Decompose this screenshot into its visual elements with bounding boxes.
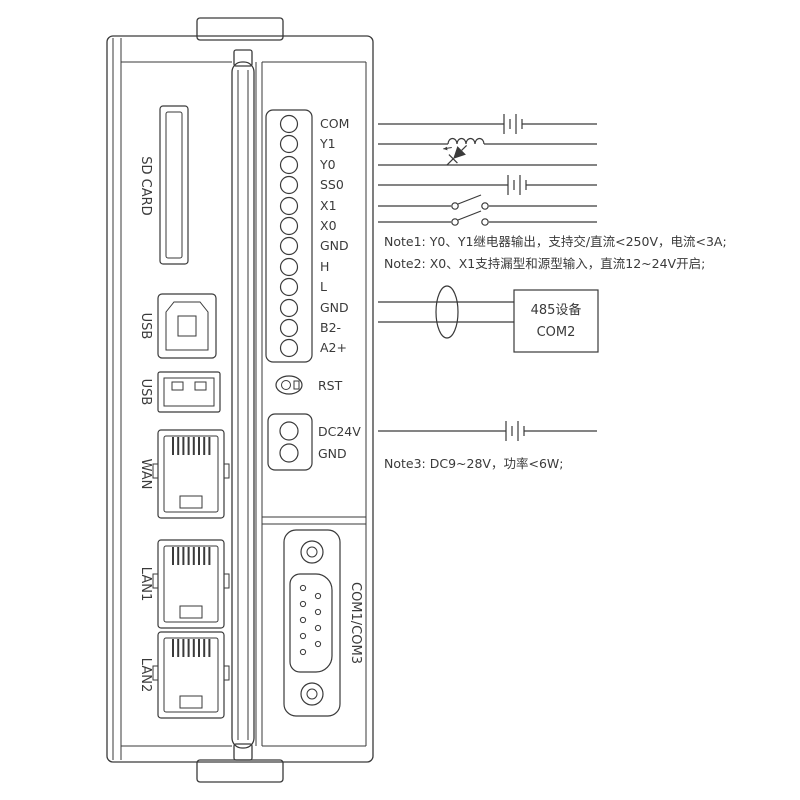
db9-screw-bottom (300, 682, 324, 706)
battery-icon (505, 421, 525, 441)
terminal-label: A2+ (320, 340, 347, 355)
power-terminal-block (267, 413, 313, 471)
power-terminal-label: DC24V (318, 424, 361, 439)
inductor-icon (447, 137, 485, 145)
rs485-wiring (378, 285, 599, 353)
note-1: Note1: Y0、Y1继电器输出，支持交/直流<250V，电流<3A; (384, 234, 727, 249)
battery-icon (507, 175, 527, 195)
top-mount-tab (196, 17, 284, 41)
battery-icon (503, 114, 523, 134)
db9-connector (283, 529, 341, 717)
terminal-hole (279, 443, 299, 463)
lan2-label: LAN2 (138, 658, 153, 692)
hinge-top-tab (233, 49, 253, 67)
reset-button (275, 375, 303, 395)
terminal-hole (279, 216, 299, 236)
device-body (106, 35, 374, 763)
plc-device-outline (106, 17, 374, 783)
input-wiring (378, 175, 597, 226)
usb-a-label: USB (138, 379, 153, 406)
rs485-device-subtitle: COM2 (537, 325, 576, 340)
terminal-hole (279, 421, 299, 441)
terminal-label: X0 (320, 218, 337, 233)
terminal-hole (279, 277, 299, 297)
terminal-label: X1 (320, 198, 337, 213)
terminal-label: H (320, 259, 329, 274)
terminal-hole (279, 338, 299, 358)
sd-card-slot (159, 105, 189, 265)
rs485-device-box (513, 289, 599, 353)
lan1-label: LAN1 (138, 567, 153, 601)
usb-a-port (157, 371, 221, 413)
switch-icon (451, 194, 489, 210)
terminal-label: SS0 (320, 177, 344, 192)
db9-screw-top (300, 540, 324, 564)
terminal-hole (279, 318, 299, 338)
note-3: Note3: DC9~28V，功率<6W; (384, 456, 563, 471)
terminal-hole (279, 257, 299, 277)
power-wiring (378, 421, 597, 441)
power-terminal-label: GND (318, 446, 347, 461)
terminal-label: GND (320, 300, 349, 315)
wan-label: WAN (138, 459, 153, 490)
switch-icon (451, 210, 489, 226)
lan2-port (152, 631, 230, 719)
reset-label: RST (318, 378, 343, 393)
note-2: Note2: X0、X1支持漏型和源型输入，直流12~24V开启; (384, 256, 705, 271)
terminal-hole (279, 236, 299, 256)
sd-card-label: SD CARD (138, 156, 153, 215)
terminal-label: Y1 (319, 136, 336, 151)
cable-shield-icon (435, 285, 459, 339)
terminal-hole (279, 114, 299, 134)
terminal-hole (279, 175, 299, 195)
hinge-bottom-tab (233, 743, 253, 761)
relay-output-wiring (378, 114, 597, 166)
bottom-mount-tab (196, 759, 284, 783)
terminal-label: GND (320, 238, 349, 253)
terminal-hole (279, 196, 299, 216)
terminal-block (265, 109, 313, 363)
usb-b-port (157, 293, 217, 359)
terminal-label: Y0 (319, 157, 336, 172)
terminal-hole (279, 134, 299, 154)
usb-b-label: USB (138, 313, 153, 340)
terminal-label: B2- (320, 320, 341, 335)
wan-port (152, 429, 230, 519)
db9-shell (289, 573, 333, 673)
terminal-label: L (320, 279, 327, 294)
rs485-device-title: 485设备 (531, 302, 582, 318)
serial-port-label: COM1/COM3 (348, 582, 363, 664)
lan1-port (152, 539, 230, 629)
diode-icon (443, 144, 468, 166)
terminal-hole (279, 298, 299, 318)
terminal-label: COM (320, 116, 349, 131)
cover-hinge-strip (231, 61, 255, 749)
terminal-labels: COM Y1 Y0 SS0 X1 X0 GND H L GND B2- A2+ (319, 116, 349, 355)
terminal-hole (279, 155, 299, 175)
